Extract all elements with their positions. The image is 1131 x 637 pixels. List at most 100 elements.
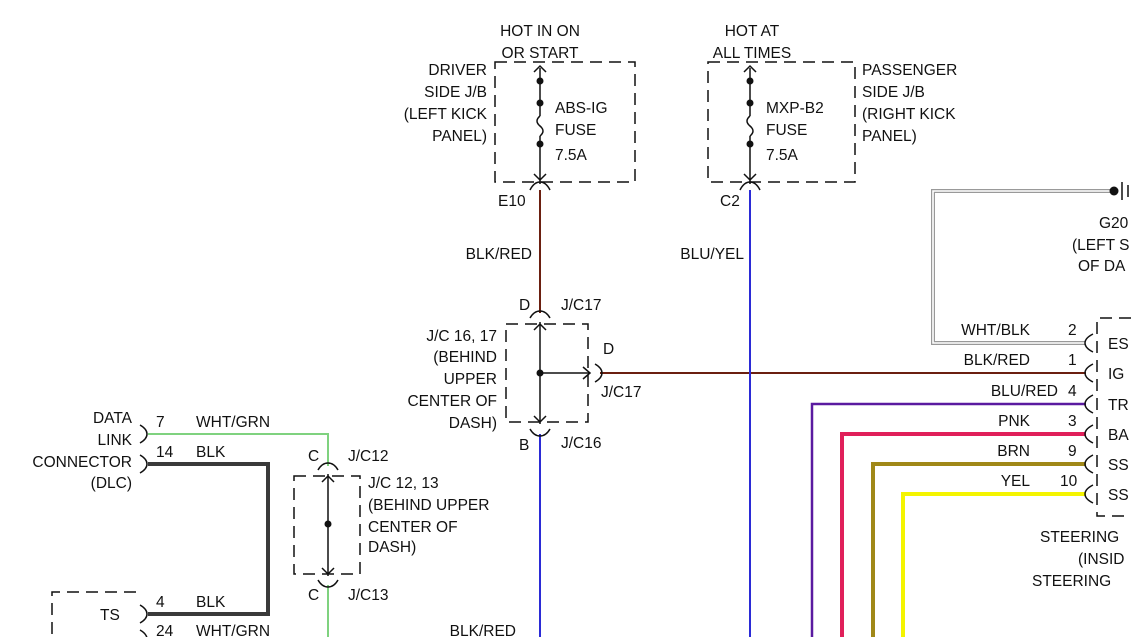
steering-wire-5: BRN xyxy=(997,443,1030,460)
jc1213-label-1: J/C 12, 13 xyxy=(368,475,439,492)
steering-wire-6: YEL xyxy=(1001,473,1031,490)
dlc-wire-14: BLK xyxy=(196,444,226,461)
ts-pin-4: 4 xyxy=(156,594,165,611)
ground-loc-1: (LEFT S xyxy=(1072,237,1129,254)
steering-pin-2: 1 xyxy=(1068,352,1077,369)
mxp-fuse-rating: 7.5A xyxy=(766,147,799,164)
jc1213-label-4: DASH) xyxy=(368,539,416,556)
ts-box xyxy=(51,591,136,637)
wire-wht-grn xyxy=(148,433,329,466)
dlc-label-4: (DLC) xyxy=(91,475,132,492)
jc1213-conn-bottom: J/C13 xyxy=(348,587,389,604)
dlc-wire-7: WHT/GRN xyxy=(196,414,270,431)
steering-wire-1: WHT/BLK xyxy=(961,322,1031,339)
abs-fuse-type: FUSE xyxy=(555,122,596,139)
wire-blk xyxy=(148,462,270,616)
jc1617-label-5: DASH) xyxy=(449,415,497,432)
steering-caption-1: STEERING xyxy=(1040,529,1119,546)
ground-name: G20 xyxy=(1099,215,1129,232)
jc1213-pin-bottom: C xyxy=(308,587,319,604)
wire-label-blu-yel: BLU/YEL xyxy=(680,246,744,263)
jc1617-label-4: CENTER OF xyxy=(407,393,497,410)
jc1617-pin-bottom: B xyxy=(519,437,529,454)
passenger-jb-loc-1: PASSENGER xyxy=(862,62,957,79)
mxp-fuse-name: MXP-B2 xyxy=(766,100,824,117)
steering-pin-6: 10 xyxy=(1060,473,1078,490)
jc1213-pin-top: C xyxy=(308,448,319,465)
driver-jb-box xyxy=(494,61,636,183)
jc1617-label-2: (BEHIND xyxy=(433,349,497,366)
wire-blu-red xyxy=(810,402,1086,637)
dlc-label-3: CONNECTOR xyxy=(32,454,132,471)
connector-e10: E10 xyxy=(498,193,526,210)
dlc-pin-14: 14 xyxy=(156,444,174,461)
wire-label-blk-red-top: BLK/RED xyxy=(466,246,532,263)
wire-brn xyxy=(871,462,1086,637)
steering-term-2: IG xyxy=(1108,366,1124,383)
steering-pin-3: 4 xyxy=(1068,383,1077,400)
ts-wire-24: WHT/GRN xyxy=(196,623,270,637)
dlc-label-1: DATA xyxy=(93,410,133,427)
jc1617-label-3: UPPER xyxy=(444,371,497,388)
jc1617-label-1: J/C 16, 17 xyxy=(426,328,497,345)
steering-wire-4: PNK xyxy=(998,413,1031,430)
steering-pin-terminals xyxy=(1084,333,1094,504)
dlc-pin-7: 7 xyxy=(156,414,165,431)
abs-fuse-rating: 7.5A xyxy=(555,147,588,164)
dlc-pin-14-terminal xyxy=(139,454,148,474)
passenger-jb-loc-3: (RIGHT KICK xyxy=(862,106,956,123)
dlc-pin-7-terminal xyxy=(139,424,148,444)
passenger-jb-loc-2: SIDE J/B xyxy=(862,84,925,101)
ground-loc-2: OF DA xyxy=(1078,258,1126,275)
steering-pin-5: 9 xyxy=(1068,443,1077,460)
steering-caption-3: STEERING xyxy=(1032,573,1111,590)
ts-pin-24-terminal xyxy=(139,629,148,637)
abs-fuse-symbol xyxy=(529,64,551,191)
ts-wire-4: BLK xyxy=(196,594,226,611)
abs-hot-line2: OR START xyxy=(502,45,579,62)
abs-fuse-name: ABS-IG xyxy=(555,100,608,117)
steering-term-4: BA xyxy=(1108,427,1129,444)
connector-c2: C2 xyxy=(720,193,740,210)
ts-label: TS xyxy=(100,607,120,624)
abs-hot-line1: HOT IN ON xyxy=(500,23,580,40)
steering-pin-1: 2 xyxy=(1068,322,1077,339)
jc1213-conn-top: J/C12 xyxy=(348,448,389,465)
jc1617-pin-top: D xyxy=(519,297,530,314)
jc1617-conn-side: J/C17 xyxy=(601,384,642,401)
jc1617-pin-side: D xyxy=(603,341,614,358)
steering-caption-2: (INSID xyxy=(1078,551,1125,568)
passenger-jb-loc-4: PANEL) xyxy=(862,128,917,145)
wire-pnk xyxy=(840,432,1086,637)
steering-term-3: TR xyxy=(1108,397,1129,414)
jc1617-symbol xyxy=(529,310,603,437)
mxp-fuse-symbol xyxy=(739,64,761,191)
steering-term-5: SS xyxy=(1108,457,1129,474)
jc1213-label-2: (BEHIND UPPER xyxy=(368,497,489,514)
steering-pin-4: 3 xyxy=(1068,413,1077,430)
driver-jb-loc-3: (LEFT KICK xyxy=(404,106,488,123)
steering-wire-3: BLU/RED xyxy=(991,383,1058,400)
jc1617-conn-top: J/C17 xyxy=(561,297,602,314)
driver-jb-loc-2: SIDE J/B xyxy=(424,84,487,101)
driver-jb-loc-1: DRIVER xyxy=(428,62,487,79)
dlc-label-2: LINK xyxy=(98,432,133,449)
jc1617-box xyxy=(505,323,589,423)
wire-yel xyxy=(901,492,1086,637)
ground-icon xyxy=(1109,182,1129,200)
mxp-fuse-type: FUSE xyxy=(766,122,807,139)
mxp-hot-line2: ALL TIMES xyxy=(713,45,791,62)
steering-wire-2: BLK/RED xyxy=(964,352,1030,369)
jc1617-conn-bottom: J/C16 xyxy=(561,435,602,452)
jc1213-symbol xyxy=(317,462,339,588)
mxp-hot-line1: HOT AT xyxy=(725,23,780,40)
steering-term-1: ES xyxy=(1108,336,1129,353)
ts-pin-4-terminal xyxy=(139,604,148,624)
jc1213-label-3: CENTER OF xyxy=(368,519,458,536)
ts-pin-24: 24 xyxy=(156,623,174,637)
steering-box xyxy=(1096,317,1131,517)
steering-term-6: SS xyxy=(1108,487,1129,504)
wire-label-blk-red-bottom: BLK/RED xyxy=(450,623,516,637)
driver-jb-loc-4: PANEL) xyxy=(432,128,487,145)
